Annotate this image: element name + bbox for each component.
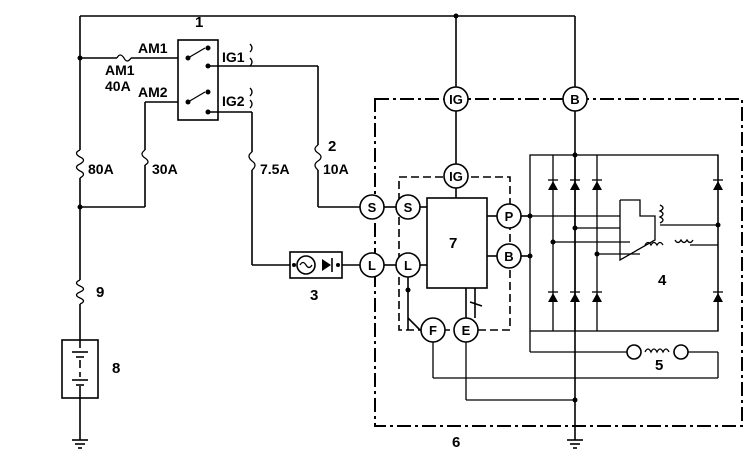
fuses [75,54,322,305]
callout-7: 7 [449,235,457,252]
rectifier-stator [529,154,723,332]
terminal-ig-regulator [443,163,469,189]
terminal-p-label: P [505,209,514,224]
terminal-b-top [562,86,588,112]
callout-9: 9 [96,284,104,301]
terminal-p [496,203,522,229]
terminal-l-inner-label: L [404,258,412,273]
am2-switch-label: AM2 [138,84,168,100]
terminal-ig-top-label: IG [449,92,463,107]
am1-fuse-label: AM1 [105,62,135,78]
callout-4: 4 [658,272,667,289]
charge-warning-lamp [289,251,343,279]
junction-dots [77,13,721,403]
callout-1: 1 [195,14,203,31]
terminal-ig-regulator-label: IG [449,169,463,184]
terminal-ig-top [443,86,469,112]
terminal-e [453,317,479,343]
terminal-s-outer-label: S [368,200,377,215]
ignition-switch [177,39,253,121]
ig1-label: IG1 [222,49,245,65]
terminal-l-outer-label: L [368,258,376,273]
rotor-field [432,331,719,401]
terminal-e-label: E [462,323,471,338]
fuse-10a-symbol [314,144,322,171]
fuse-30a-symbol [141,149,149,166]
callout-3: 3 [310,287,318,304]
callout-2: 2 [328,138,336,155]
alternator-boundary [374,98,743,427]
terminal-s-outer [359,194,385,220]
terminal-s-inner [395,194,421,220]
terminal-f-label: F [429,323,437,338]
callout-numbers: 1 2 3 4 5 6 7 8 9 [96,14,667,451]
am1-switch-label: AM1 [138,40,168,56]
terminal-l-inner [395,252,421,278]
terminal-b-regulator [496,243,522,269]
fuse-10a-label: 10A [323,161,349,177]
terminal-b-regulator-label: B [504,249,513,264]
fuse-80a-label: 80A [88,161,114,177]
terminal-l-outer [359,252,385,278]
callout-5: 5 [655,357,663,374]
terminal-f [420,317,446,343]
component-labels: AM1 AM1 40A AM2 IG1 IG2 80A 30A 7.5A 10A [88,40,349,177]
regulator [384,176,530,331]
fuse-7-5a-symbol [248,151,256,171]
terminal-b-top-label: B [570,92,579,107]
main-wiring [79,15,576,440]
fuse-7-5a-label: 7.5A [260,161,290,177]
ground-symbols [72,439,583,449]
terminals: IG B IG S S P L L B F E [359,86,588,343]
fuse-80a-symbol [75,149,85,179]
am1-fuse-symbol [116,54,132,62]
am1-fuse-rating: 40A [105,78,131,94]
callout-6: 6 [452,434,460,451]
fuse-30a-label: 30A [152,161,178,177]
ig2-label: IG2 [222,93,245,109]
fuse-9-symbol [75,279,85,305]
callout-8: 8 [112,360,120,377]
terminal-s-inner-label: S [404,200,413,215]
battery [61,339,99,399]
